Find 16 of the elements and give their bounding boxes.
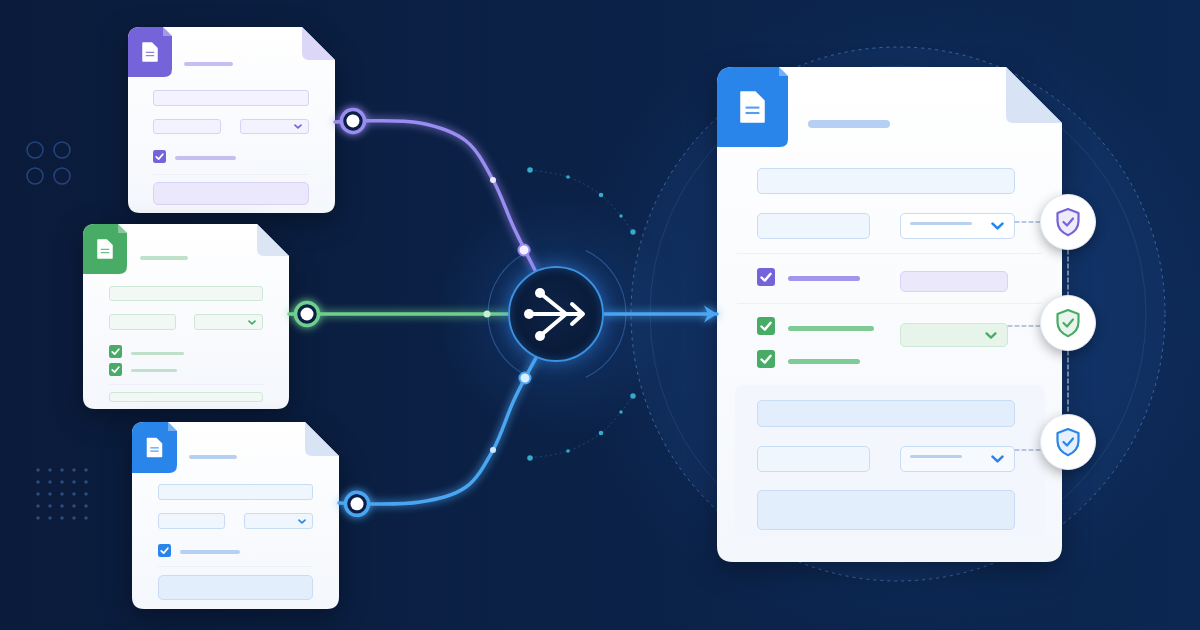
dashed-connector: [1014, 449, 1042, 451]
dropdown-field: [900, 323, 1008, 347]
connector-line: [333, 107, 538, 273]
form-document: [132, 422, 339, 609]
merge-hub: [508, 266, 604, 362]
dropdown-field: [900, 213, 1015, 239]
form-document: [83, 224, 289, 409]
form-document: [128, 27, 335, 213]
connector-line: [337, 355, 538, 518]
dashed-connector: [1014, 221, 1041, 223]
connector-line: [287, 300, 510, 328]
form-document: [717, 67, 1062, 562]
arrow: [602, 305, 719, 323]
dropdown-field: [900, 446, 1015, 472]
dashed-connector: [1067, 249, 1069, 296]
dashed-connector: [1007, 325, 1041, 327]
